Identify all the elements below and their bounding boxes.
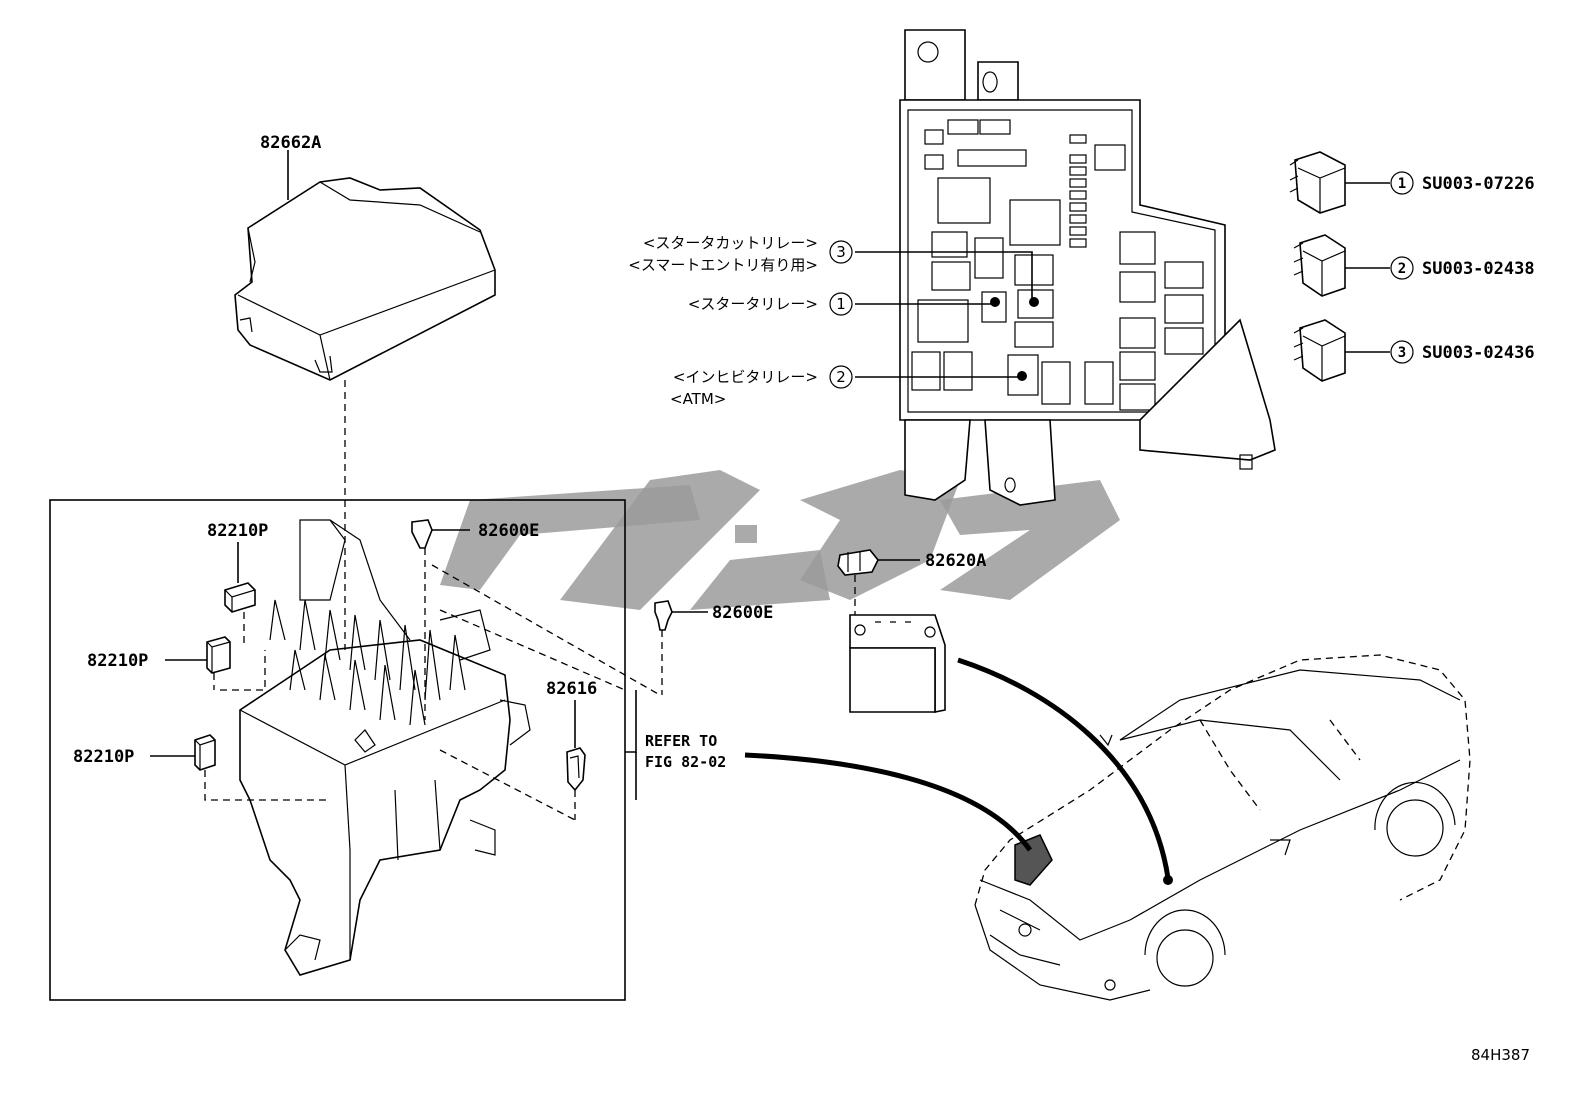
relay-note-line1: <インヒビタリレー>: [673, 368, 818, 386]
relay-note-1: 3 <スタータカットリレー> <スマートエントリ有り用>: [628, 234, 853, 274]
vehicle-outline: [974, 654, 1471, 1001]
location-arrows: [744, 657, 1171, 879]
fuse-box-cover: [234, 150, 496, 381]
label-refer-line1: REFER TO: [645, 732, 717, 750]
relay-note-num: 2: [836, 368, 846, 386]
figure-code: 84H387: [1471, 1046, 1530, 1064]
label-82616: 82616: [546, 679, 597, 699]
fuse-82600e-top: [411, 519, 433, 549]
relay-legend-1: 1 SU003-07226: [1289, 151, 1535, 214]
relay-82210p-a: [224, 582, 256, 613]
relay-note-num: 1: [836, 295, 846, 313]
relay-note-line1: <スタータリレー>: [688, 295, 818, 313]
engine-relay-box: [899, 29, 1276, 506]
relay-note-line1: <スタータカットリレー>: [643, 234, 818, 252]
dashed-assembly-lines: [204, 380, 856, 821]
assembly-frame: [49, 499, 626, 1001]
label-82210p-b: 82210P: [87, 651, 148, 671]
relay-legend-2: 2 SU003-02438: [1293, 234, 1535, 297]
relay-note-line2: <スマートエントリ有り用>: [628, 256, 818, 274]
relay-note-2: 1 <スタータリレー>: [688, 292, 853, 316]
fuse-82600e-mid: [654, 600, 673, 631]
relay-note-line2: <ATM>: [670, 390, 726, 408]
relay-82210p-b: [206, 636, 231, 674]
label-82662a: 82662A: [260, 133, 321, 153]
label-82600e-mid: 82600E: [712, 603, 773, 623]
fuse-puller-82616: [566, 747, 586, 792]
label-82620a: 82620A: [925, 551, 986, 571]
relay-legend-3: 3 SU003-02436: [1293, 319, 1535, 382]
relay-82210p-c: [194, 734, 216, 771]
label-82210p-c: 82210P: [73, 747, 134, 767]
label-82600e-top: 82600E: [478, 521, 539, 541]
legend-part: SU003-02438: [1422, 259, 1535, 279]
relay-note-leaders: [855, 251, 1033, 378]
legend-num: 2: [1398, 261, 1406, 277]
label-82210p-a: 82210P: [207, 521, 268, 541]
battery-fuse-82620a: [837, 549, 879, 576]
leader-lines: [150, 182, 1390, 800]
label-refer-line2: FIG 82-02: [645, 753, 726, 771]
legend-num: 1: [1398, 176, 1406, 192]
legend-part: SU003-02436: [1422, 343, 1535, 363]
legend-part: SU003-07226: [1422, 174, 1535, 194]
relay-note-3: 2 <インヒビタリレー> <ATM>: [670, 365, 853, 408]
relay-note-num: 3: [836, 243, 846, 261]
battery: [849, 614, 946, 713]
legend-num: 3: [1398, 345, 1406, 361]
fuse-block-body: [239, 519, 531, 976]
